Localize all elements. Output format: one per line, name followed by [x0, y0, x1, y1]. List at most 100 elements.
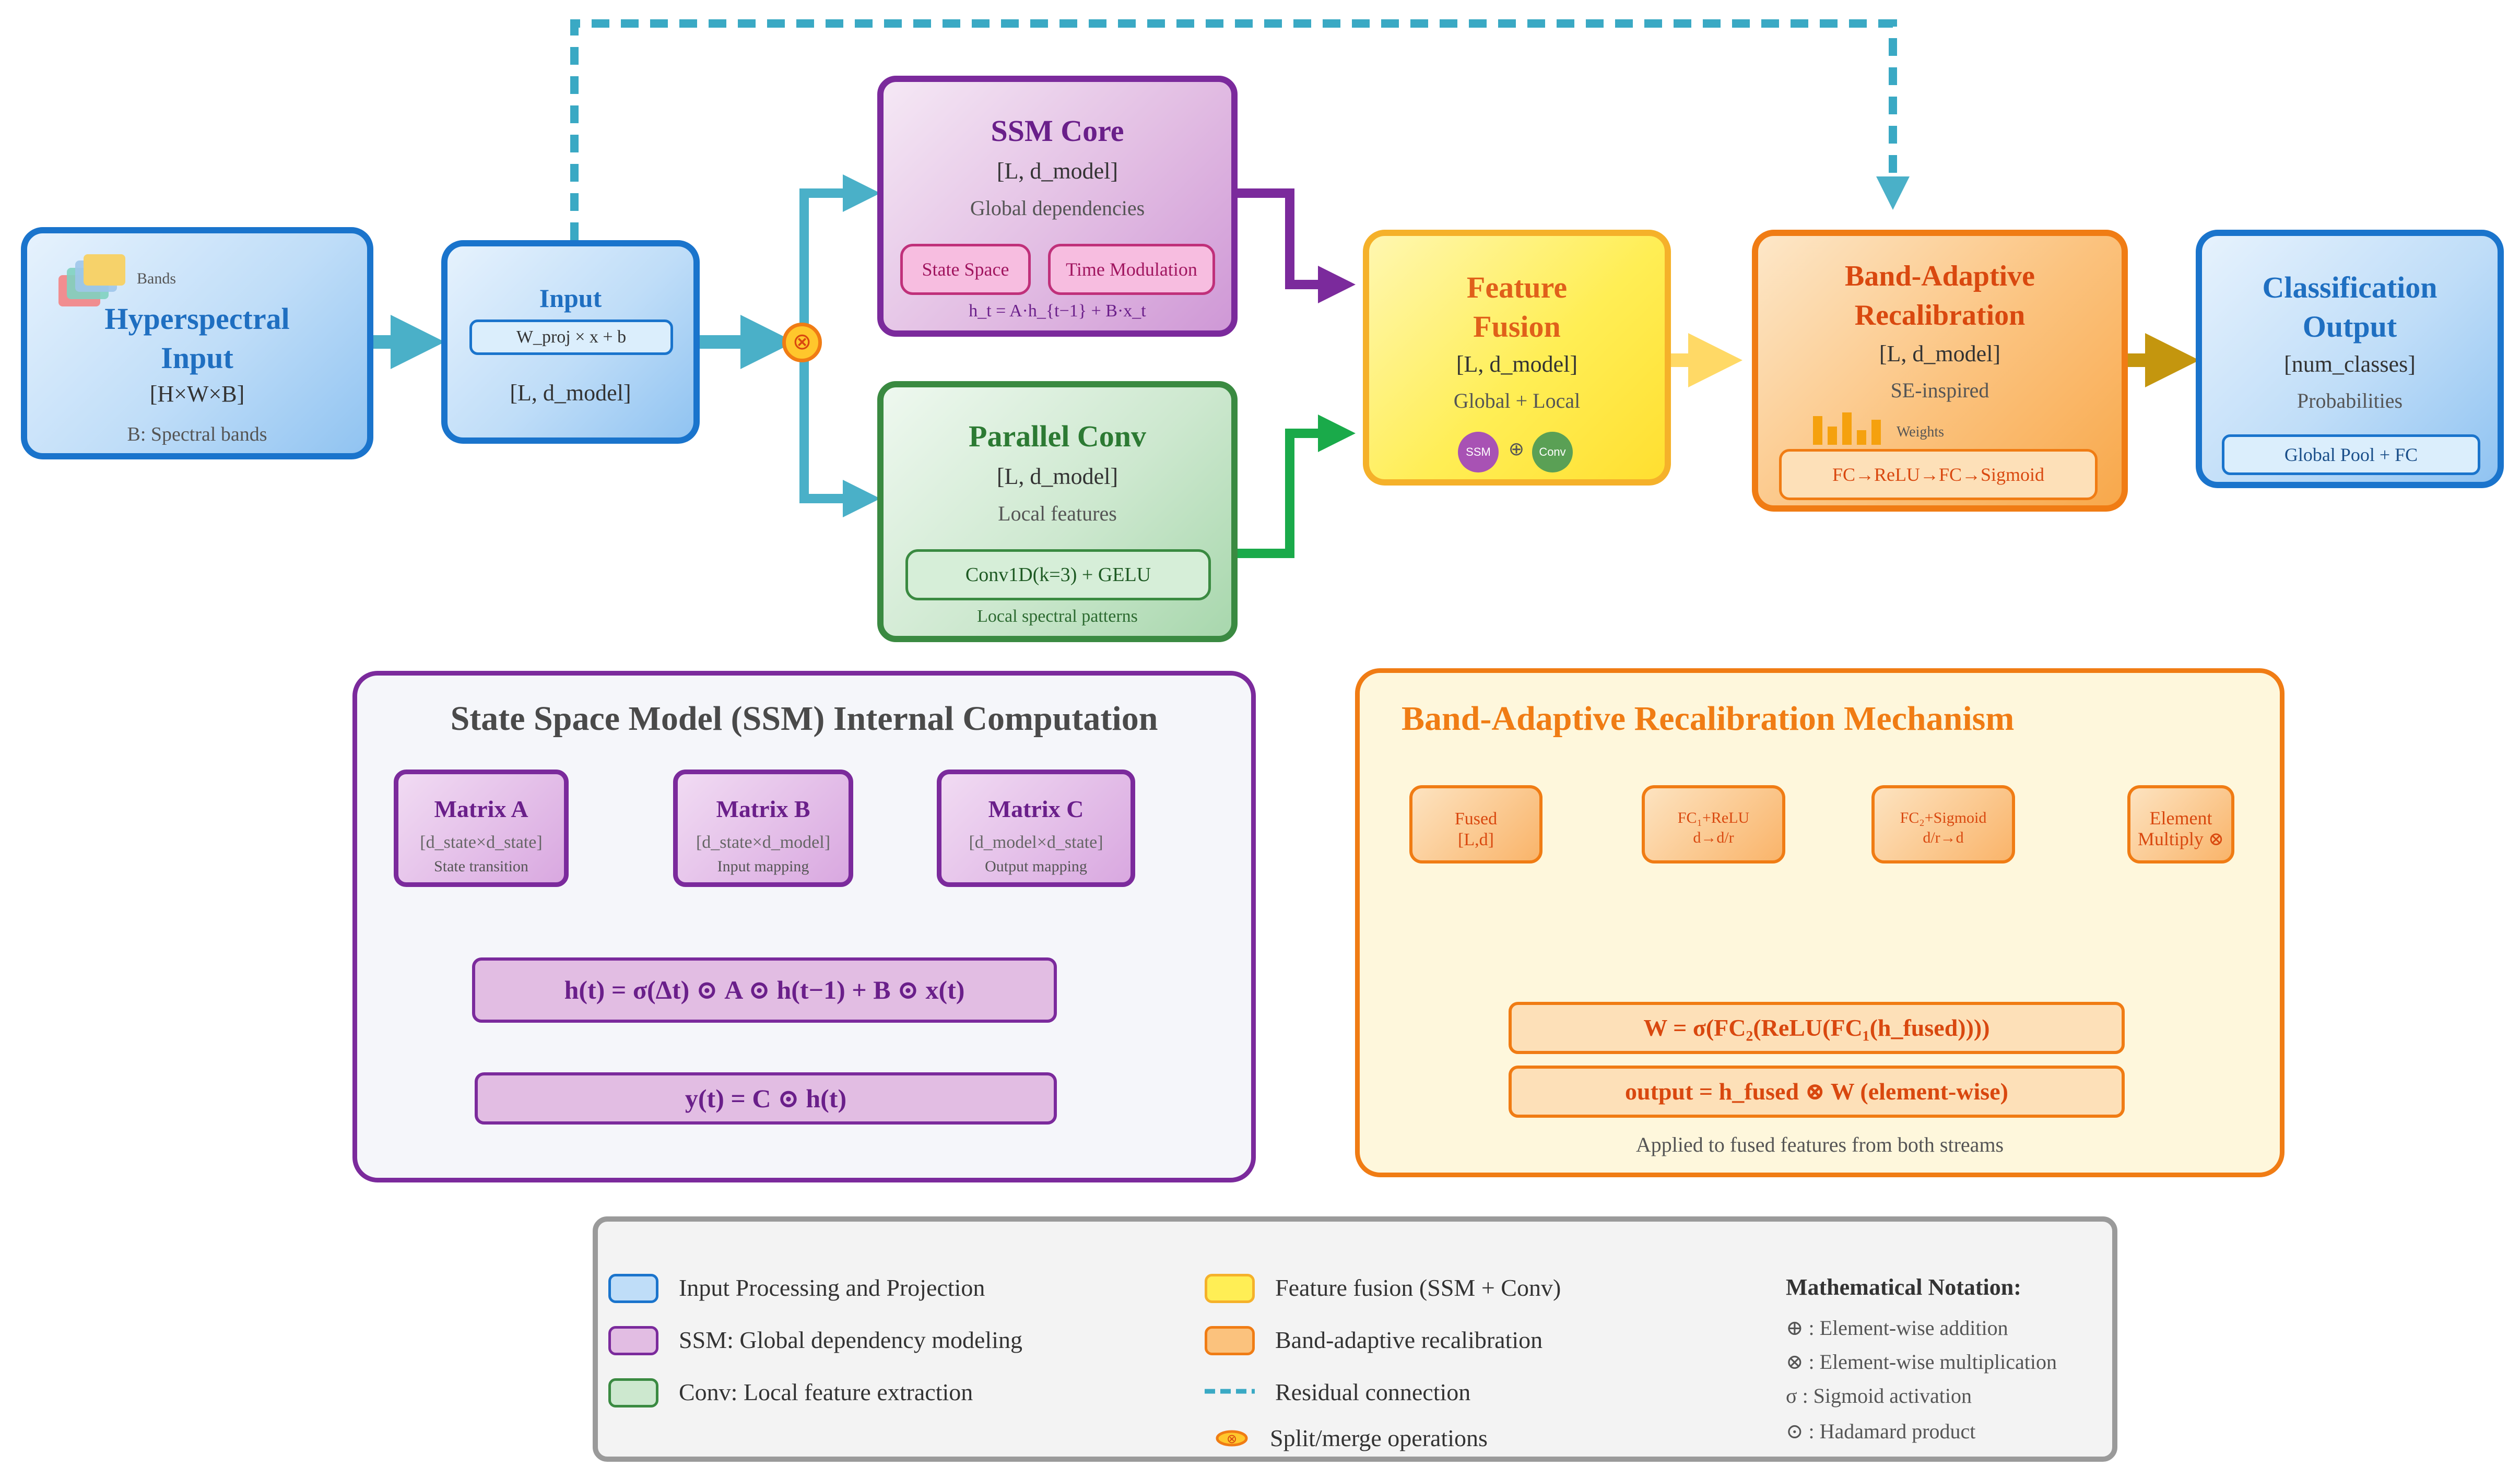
classification-output-node: Classification Output [num_classes] Prob…	[2196, 230, 2504, 488]
svg-text:⊗: ⊗	[1227, 1431, 1237, 1446]
recal-title-line2: Recalibration	[1854, 299, 2026, 332]
notation-title: Mathematical Notation:	[1786, 1274, 2021, 1300]
bands-label: Bands	[137, 270, 176, 287]
step-element-multiply: Element Multiply ⊗	[2127, 785, 2234, 863]
matrix-b-role: Input mapping	[717, 858, 809, 875]
input-node: Input W_proj × x + b [L, d_model]	[441, 240, 700, 444]
hyperspectral-title-line2: Input	[161, 341, 233, 375]
legend-label-split: Split/merge operations	[1270, 1425, 1488, 1451]
fusion-title-line1: Feature	[1466, 270, 1568, 304]
input-shape: [L, d_model]	[510, 380, 631, 406]
matrix-c-dims: [d_model×d_state]	[969, 833, 1103, 852]
weights-bars-icon	[1813, 408, 1891, 445]
fusion-desc: Global + Local	[1453, 389, 1581, 412]
residual-connection	[570, 19, 1910, 240]
legend-label-residual: Residual connection	[1275, 1379, 1471, 1405]
step-fused: Fused [L,d]	[1409, 785, 1542, 863]
matrix-c-box: Matrix C [d_model×d_state] Output mappin…	[937, 770, 1135, 887]
fusion-plus-icon: ⊕	[1508, 439, 1525, 460]
matrix-c-name: Matrix C	[988, 796, 1084, 822]
recal-title-line1: Band-Adaptive	[1844, 260, 2035, 292]
parallel-conv-node: Parallel Conv [L, d_model] Local feature…	[877, 381, 1238, 642]
arrow-conv-to-fusion	[1238, 415, 1356, 558]
legend-swatch-fusion	[1205, 1274, 1255, 1303]
output-equation: output = h_fused ⊗ W (element-wise)	[1509, 1066, 2125, 1118]
hyperspectral-input-node: Bands Hyperspectral Input [H×W×B] B: Spe…	[21, 227, 373, 459]
parallel-conv-desc: Local features	[998, 502, 1117, 525]
ssm-core-shape: [L, d_model]	[996, 158, 1118, 184]
matrix-a-box: Matrix A [d_state×d_state] State transit…	[394, 770, 569, 887]
step-fc1-line1: FC₁+ReLU	[1677, 809, 1750, 826]
output-shape: [num_classes]	[2284, 351, 2416, 377]
conv-badge-icon: Conv	[1532, 432, 1573, 472]
matrix-a-name: Matrix A	[434, 796, 528, 822]
matrix-a-role: State transition	[434, 858, 528, 875]
legend-label-conv: Conv: Local feature extraction	[679, 1379, 973, 1405]
step-multiply-line2: Multiply ⊗	[2137, 829, 2224, 849]
legend-label-input: Input Processing and Projection	[679, 1274, 985, 1301]
hyperspectral-shape: [H×W×B]	[149, 381, 245, 407]
recalibration-node: Band-Adaptive Recalibration [L, d_model]…	[1752, 230, 2128, 512]
ssm-panel-title: State Space Model (SSM) Internal Computa…	[450, 700, 1158, 738]
step-fc2-line2: d/r→d	[1923, 829, 1964, 846]
matrix-b-dims: [d_state×d_model]	[696, 833, 831, 852]
arrow-split-to-conv	[799, 342, 880, 517]
legend-swatch-input	[608, 1274, 658, 1303]
legend-label-recal: Band-adaptive recalibration	[1275, 1327, 1543, 1353]
conv1d-gelu-box: Conv1D(k=3) + GELU	[905, 549, 1211, 600]
state-space-tag: State Space	[900, 244, 1031, 295]
recal-desc: SE-inspired	[1890, 378, 1989, 402]
matrix-a-dims: [d_state×d_state]	[420, 833, 543, 852]
recalibration-mechanism-panel: Band-Adaptive Recalibration Mechanism Fu…	[1355, 668, 2285, 1177]
legend-label-ssm: SSM: Global dependency modeling	[679, 1327, 1022, 1353]
bar-panel-note: Applied to fused features from both stre…	[1635, 1133, 2004, 1156]
fc-relu-fc-sigmoid-box: FC→ReLU→FC→Sigmoid	[1779, 449, 2098, 500]
parallel-conv-note: Local spectral patterns	[977, 607, 1138, 626]
bar-panel-title: Band-Adaptive Recalibration Mechanism	[1402, 700, 2015, 738]
matrix-b-name: Matrix B	[716, 796, 810, 822]
ssm-equation-output: y(t) = C ⊙ h(t)	[475, 1072, 1057, 1125]
ssm-core-formula: h_t = A·h_{t−1} + B·x_t	[969, 301, 1146, 321]
notation-hadamard: ⊙ : Hadamard product	[1786, 1419, 1976, 1443]
step-fc1-line2: d→d/r	[1693, 829, 1734, 846]
input-formula-box: W_proj × x + b	[469, 320, 673, 355]
fusion-shape: [L, d_model]	[1456, 351, 1578, 377]
matrix-c-role: Output mapping	[985, 858, 1087, 875]
legend-residual-line-icon	[1205, 1389, 1255, 1394]
arrow-split-to-ssm	[799, 174, 880, 342]
step-fc2-line1: FC₂+Sigmoid	[1900, 809, 1987, 826]
output-title-line2: Output	[2302, 310, 2397, 344]
time-modulation-tag: Time Modulation	[1048, 244, 1215, 295]
step-fused-line2: [L,d]	[1458, 830, 1494, 849]
feature-fusion-node: Feature Fusion [L, d_model] Global + Loc…	[1363, 230, 1671, 486]
recal-shape: [L, d_model]	[1879, 341, 2001, 366]
bands-stack-icon	[58, 254, 126, 312]
legend-swatch-conv	[608, 1378, 658, 1407]
parallel-conv-shape: [L, d_model]	[996, 464, 1118, 489]
ssm-badge-icon: SSM	[1458, 432, 1499, 472]
ssm-core-title: SSM Core	[991, 114, 1124, 148]
ssm-core-desc: Global dependencies	[970, 196, 1145, 220]
output-desc: Probabilities	[2297, 389, 2403, 412]
ssm-core-node: SSM Core [L, d_model] Global dependencie…	[877, 76, 1238, 337]
arrow-ssm-to-fusion	[1238, 188, 1356, 303]
ssm-equation-state: h(t) = σ(Δt) ⊙ A ⊙ h(t−1) + B ⊙ x(t)	[472, 957, 1057, 1023]
notation-multiplication: ⊗ : Element-wise multiplication	[1786, 1350, 2057, 1374]
ssm-internal-panel: State Space Model (SSM) Internal Computa…	[352, 671, 1256, 1182]
legend-swatch-recal	[1205, 1326, 1255, 1355]
legend-split-merge-icon: ⊗	[1216, 1430, 1248, 1447]
notation-addition: ⊕ : Element-wise addition	[1786, 1316, 2008, 1340]
parallel-conv-title: Parallel Conv	[969, 419, 1146, 453]
step-fc1-relu: FC₁+ReLU d→d/r	[1642, 785, 1785, 863]
legend-swatch-ssm	[608, 1326, 658, 1355]
notation-sigmoid: σ : Sigmoid activation	[1786, 1384, 1972, 1407]
weights-label: Weights	[1897, 424, 1945, 440]
step-fused-line1: Fused	[1454, 809, 1498, 829]
hyperspectral-note: B: Spectral bands	[127, 423, 267, 445]
legend-panel: Input Processing and Projection SSM: Glo…	[593, 1216, 2117, 1462]
legend-label-fusion: Feature fusion (SSM + Conv)	[1275, 1274, 1561, 1301]
weight-equation: W = σ(FC₂(ReLU(FC₁(h_fused))))	[1509, 1002, 2125, 1054]
step-fc2-sigmoid: FC₂+Sigmoid d/r→d	[1871, 785, 2015, 863]
hyperspectral-title-line1: Hyperspectral	[104, 302, 290, 336]
fusion-title-line2: Fusion	[1473, 310, 1561, 344]
